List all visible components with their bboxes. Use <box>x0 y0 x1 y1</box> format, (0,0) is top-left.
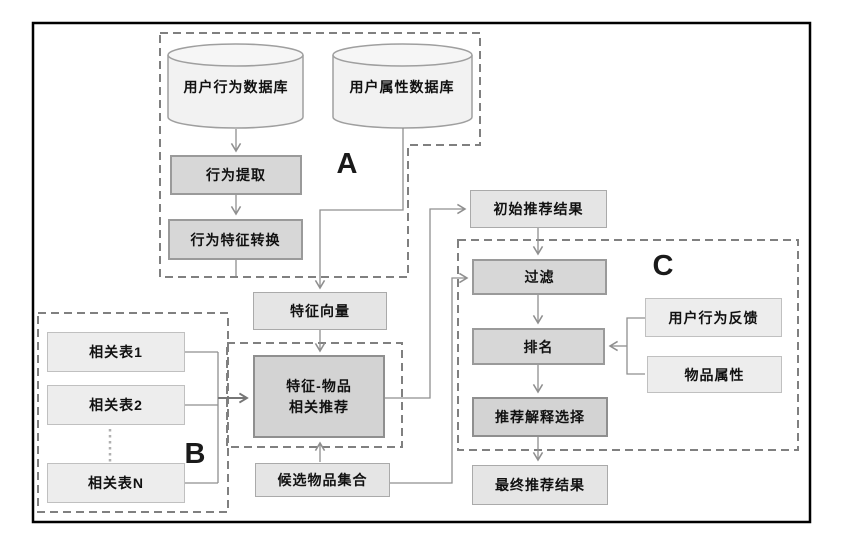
node-recommendation-explanation-selection: 推荐解释选择 <box>472 397 608 437</box>
node-user-attribute-db: 用户属性数据库 <box>349 79 455 95</box>
node-related-table-n: 相关表N <box>47 463 185 503</box>
node-feature-vector: 特征向量 <box>253 292 387 330</box>
group-c-outline <box>457 239 799 451</box>
user-attribute-db-cylinder <box>332 43 473 129</box>
user-behavior-db-cylinder <box>167 43 304 129</box>
node-related-table-2: 相关表2 <box>47 385 185 425</box>
node-ranking: 排名 <box>472 328 605 365</box>
node-user-behavior-feedback: 用户行为反馈 <box>645 298 782 337</box>
node-behavior-extraction: 行为提取 <box>170 155 302 195</box>
node-final-recommendation-result: 最终推荐结果 <box>472 465 608 505</box>
group-c-label: C <box>652 250 674 282</box>
node-candidate-item-set: 候选物品集合 <box>255 463 390 497</box>
node-item-attributes: 物品属性 <box>647 356 782 393</box>
node-filter: 过滤 <box>472 259 607 295</box>
node-initial-recommendation-result: 初始推荐结果 <box>470 190 607 228</box>
node-behavior-feature-conversion: 行为特征转换 <box>168 219 303 260</box>
group-a-label: A <box>336 148 358 180</box>
feature-item-label-line1: 特征-物品 <box>286 378 352 395</box>
line-attributedb-to-feature-vector <box>314 128 404 290</box>
group-b-label: B <box>184 438 206 470</box>
feature-item-dashed-outline <box>226 342 403 448</box>
group-a-outline <box>159 32 481 278</box>
arrow-feature-item-to-initial-result <box>385 203 467 399</box>
arrow-candidate-to-filter <box>390 272 469 484</box>
node-feature-item-recommendation: 特征-物品 相关推荐 <box>253 355 385 438</box>
feature-item-label-line2: 相关推荐 <box>288 398 349 415</box>
node-related-table-1: 相关表1 <box>47 332 185 372</box>
node-user-behavior-db: 用户行为数据库 <box>183 79 289 95</box>
